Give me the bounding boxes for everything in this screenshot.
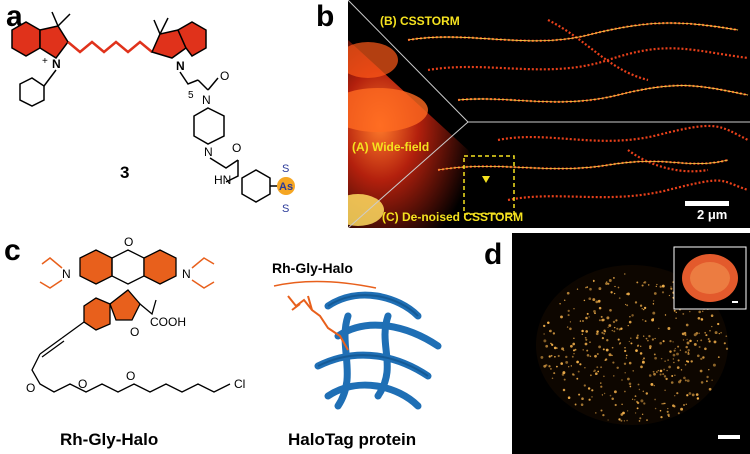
nucleus-super-resolution-image xyxy=(512,233,750,454)
atom-charge: + xyxy=(42,56,48,67)
atom-n-pip1: N xyxy=(202,93,211,107)
scale-bar-d xyxy=(718,435,740,439)
atom-s2: S xyxy=(282,203,289,215)
atom-s1: S xyxy=(282,163,289,175)
atom-cooh: COOH xyxy=(150,315,186,329)
protein-dye-label: Rh-Gly-Halo xyxy=(272,260,353,276)
scale-bar xyxy=(685,201,729,206)
chemical-structure-compound-3: N + N 5 O N N O HN As S S 3 xyxy=(11,11,295,215)
atom-o1: O xyxy=(220,69,229,83)
atom-as: As xyxy=(279,181,293,193)
caption-rh-gly-halo: Rh-Gly-Halo xyxy=(60,430,159,449)
atom-subscript: 5 xyxy=(188,90,194,101)
panel-letter-a: a xyxy=(6,0,23,33)
label-c-denoised: (C) De-noised CSSTORM xyxy=(382,210,524,224)
atom-o-chain1: O xyxy=(26,381,35,395)
zoom-box xyxy=(463,155,515,215)
panel-letter-c: c xyxy=(4,234,21,267)
arrowhead-marker xyxy=(482,176,490,183)
atom-cl: Cl xyxy=(234,377,245,391)
atom-o-ketone: O xyxy=(130,325,139,339)
atom-o-chain3: O xyxy=(126,369,135,383)
atom-hn: HN xyxy=(214,173,231,187)
caption-halotag-protein: HaloTag protein xyxy=(288,430,417,449)
atom-o-chain2: O xyxy=(78,377,87,391)
panel-letter-d: d xyxy=(484,238,503,271)
label-b-csstorm: (B) CSSTORM xyxy=(380,14,460,28)
atom-n-left: N xyxy=(62,267,71,281)
storm-microscopy-image xyxy=(348,0,750,228)
atom-n-pip2: N xyxy=(204,145,213,159)
compound-number: 3 xyxy=(120,163,129,182)
atom-o-ring: O xyxy=(124,235,133,249)
label-a-widefield: (A) Wide-field xyxy=(352,140,430,154)
halotag-protein-ribbon xyxy=(273,280,442,410)
scale-bar-label: 2 μm xyxy=(697,207,728,222)
atom-n-right: N xyxy=(176,59,185,73)
atom-o2: O xyxy=(232,141,241,155)
panel-letter-b: b xyxy=(316,0,335,33)
atom-n-right: N xyxy=(182,267,191,281)
rh-gly-halo-structure: O N N O COOH O O O Cl xyxy=(26,235,245,395)
atom-n-left: N xyxy=(52,57,61,71)
